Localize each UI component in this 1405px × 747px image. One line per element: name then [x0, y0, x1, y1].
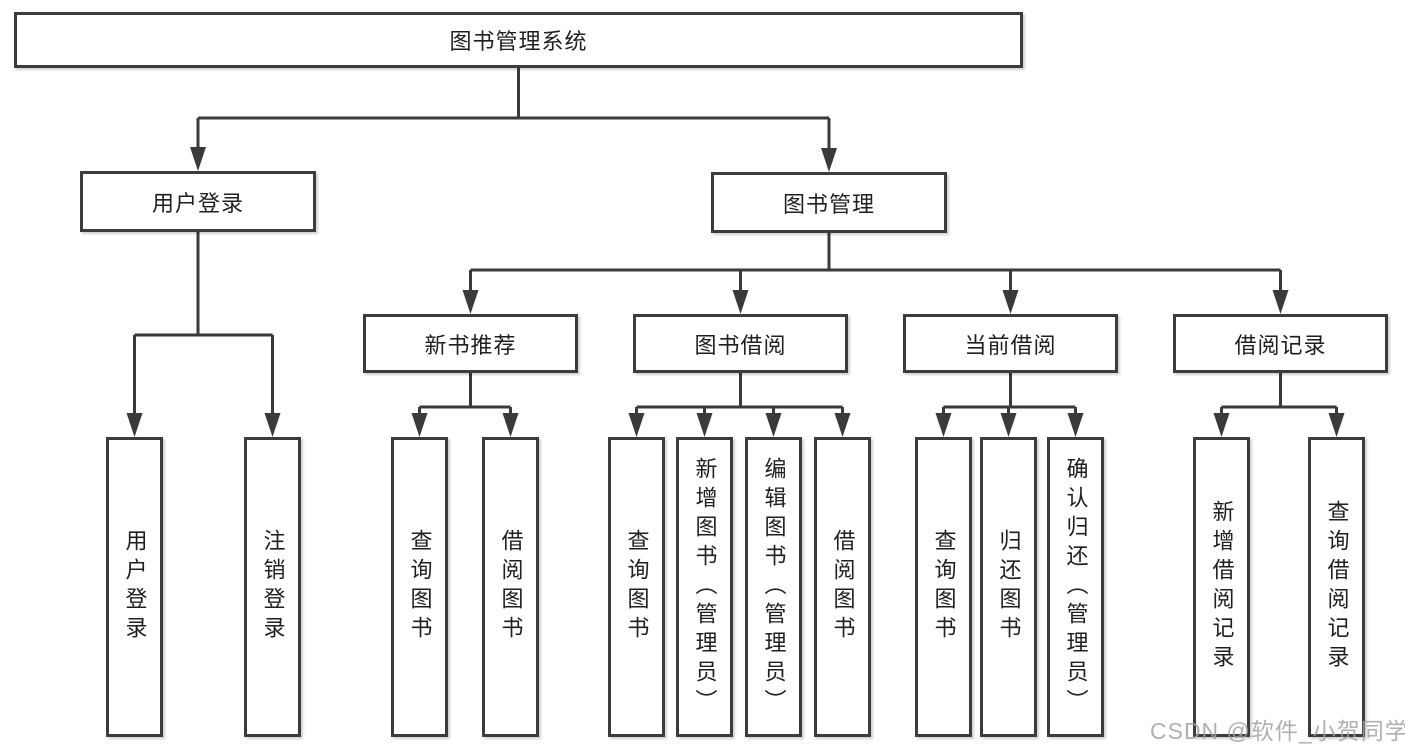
node-borrow-record: 借阅记录: [1173, 314, 1388, 373]
node-user-login: 用户登录: [80, 171, 316, 232]
connector-borrow-record-children: [1213, 373, 1345, 437]
leaf-cb-return-books: 归还图书: [980, 437, 1037, 737]
leaf-bb-borrow-books: 借阅图书: [814, 437, 871, 737]
leaf-bb-add-books-admin: 新增图书（管理员）: [676, 437, 733, 737]
node-current-borrow: 当前借阅: [903, 314, 1118, 373]
leaf-user-login-label: 用户登录: [122, 529, 148, 645]
leaf-bb-edit-books-admin-label: 编辑图书（管理员）: [761, 456, 787, 718]
leaf-logout: 注销登录: [244, 437, 301, 737]
node-new-book-rec-label: 新书推荐: [424, 332, 517, 358]
leaf-bb-edit-books-admin: 编辑图书（管理员）: [745, 437, 802, 737]
connector-new-book-rec-children: [411, 373, 519, 437]
leaf-rec-borrow-books: 借阅图书: [482, 437, 539, 737]
leaf-cb-return-books-label: 归还图书: [996, 529, 1022, 645]
node-root: 图书管理系统: [14, 12, 1023, 68]
leaf-cb-query-books: 查询图书: [915, 437, 972, 737]
node-current-borrow-label: 当前借阅: [964, 332, 1057, 358]
leaf-cb-query-books-label: 查询图书: [931, 529, 957, 645]
leaf-cb-confirm-return-admin-label: 确认归还（管理员）: [1063, 456, 1089, 718]
node-book-mgmt: 图书管理: [711, 172, 947, 233]
node-user-login-label: 用户登录: [151, 190, 244, 216]
node-borrow-record-label: 借阅记录: [1234, 332, 1327, 358]
csdn-watermark: CSDN @软件_小贺同学: [1150, 718, 1405, 744]
leaf-rec-borrow-books-label: 借阅图书: [498, 529, 524, 645]
node-book-mgmt-label: 图书管理: [782, 191, 875, 217]
leaf-br-query-record: 查询借阅记录: [1308, 437, 1365, 737]
leaf-br-add-record-label: 新增借阅记录: [1209, 500, 1235, 674]
connector-user-login-children: [126, 232, 281, 437]
leaf-bb-query-books: 查询图书: [608, 437, 665, 737]
leaf-bb-add-books-admin-label: 新增图书（管理员）: [692, 456, 718, 718]
leaf-rec-query-books-label: 查询图书: [407, 529, 433, 645]
leaf-user-login: 用户登录: [106, 437, 163, 737]
connector-book-borrow-children: [628, 373, 851, 437]
node-book-borrow: 图书借阅: [633, 314, 848, 373]
leaf-br-query-record-label: 查询借阅记录: [1324, 500, 1350, 674]
connector-root-to-level2: [190, 68, 837, 172]
node-root-label: 图书管理系统: [449, 29, 588, 54]
node-book-borrow-label: 图书借阅: [694, 332, 787, 358]
leaf-logout-label: 注销登录: [260, 529, 286, 645]
leaf-rec-query-books: 查询图书: [391, 437, 448, 737]
connector-current-borrow-children: [935, 373, 1084, 437]
leaf-cb-confirm-return-admin: 确认归还（管理员）: [1047, 437, 1104, 737]
node-new-book-rec: 新书推荐: [363, 314, 578, 373]
leaf-bb-query-books-label: 查询图书: [624, 529, 650, 645]
connector-book-mgmt-children: [462, 233, 1289, 314]
leaf-bb-borrow-books-label: 借阅图书: [830, 529, 856, 645]
leaf-br-add-record: 新增借阅记录: [1193, 437, 1250, 737]
